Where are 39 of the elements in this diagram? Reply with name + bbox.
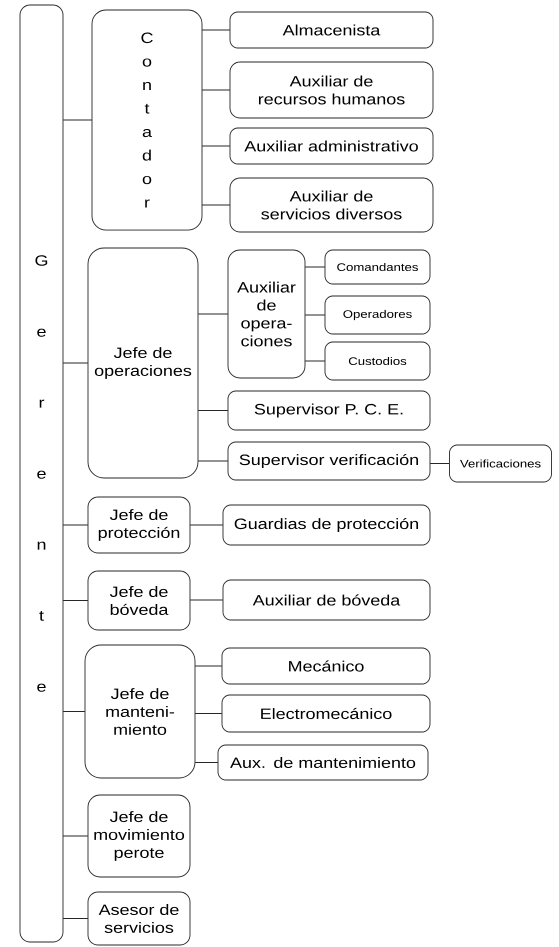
org-box: Contador (92, 10, 202, 230)
connector-line (198, 460, 228, 462)
connector-line (198, 410, 228, 411)
org-box: Guardias de protección (222, 504, 430, 546)
org-box: Jefe de movimiento perote (88, 794, 190, 878)
org-box: Custodios (324, 342, 430, 380)
org-box: Verificaciones (449, 444, 552, 482)
org-box: Almacenista (230, 12, 434, 48)
org-box: Jefe de bóveda (88, 570, 190, 630)
org-box: Comandantes (324, 250, 430, 284)
org-box: Jefe de protección (88, 496, 190, 554)
connector-line (63, 524, 88, 526)
org-box: Supervisor verificación (228, 442, 430, 480)
org-box: Gerente (20, 4, 64, 942)
connector-line (195, 713, 222, 714)
connector-line (305, 314, 325, 316)
org-box: Auxiliar de opera-ciones (228, 250, 306, 378)
connector-line (190, 524, 223, 526)
org-box: Auxiliar de servicios diversos (230, 178, 434, 232)
connector-line (430, 463, 450, 464)
org-box: Mecánico (222, 648, 430, 684)
connector-line (63, 918, 88, 919)
org-box: Auxiliar de bóveda (222, 580, 430, 620)
connector-line (63, 362, 88, 364)
org-box: Supervisor P. C. E. (228, 390, 430, 430)
connector-line (305, 360, 325, 362)
connector-line (63, 600, 88, 601)
connector-line (202, 204, 230, 206)
connector-line (305, 266, 325, 268)
org-box: Auxiliar de recursos humanos (230, 62, 434, 118)
org-box: Jefe de operaciones (88, 248, 198, 478)
connector-line (63, 711, 85, 712)
org-box: Jefe de manteni-miento (84, 644, 196, 778)
org-box: Aux. de mantenimiento (218, 744, 428, 780)
connector-line (195, 762, 218, 763)
org-box: Auxiliar administrativo (230, 128, 434, 164)
org-box: Electromecánico (222, 694, 430, 732)
org-box: Operadores (324, 296, 430, 334)
org-box: Asesor de servicios (88, 892, 190, 946)
